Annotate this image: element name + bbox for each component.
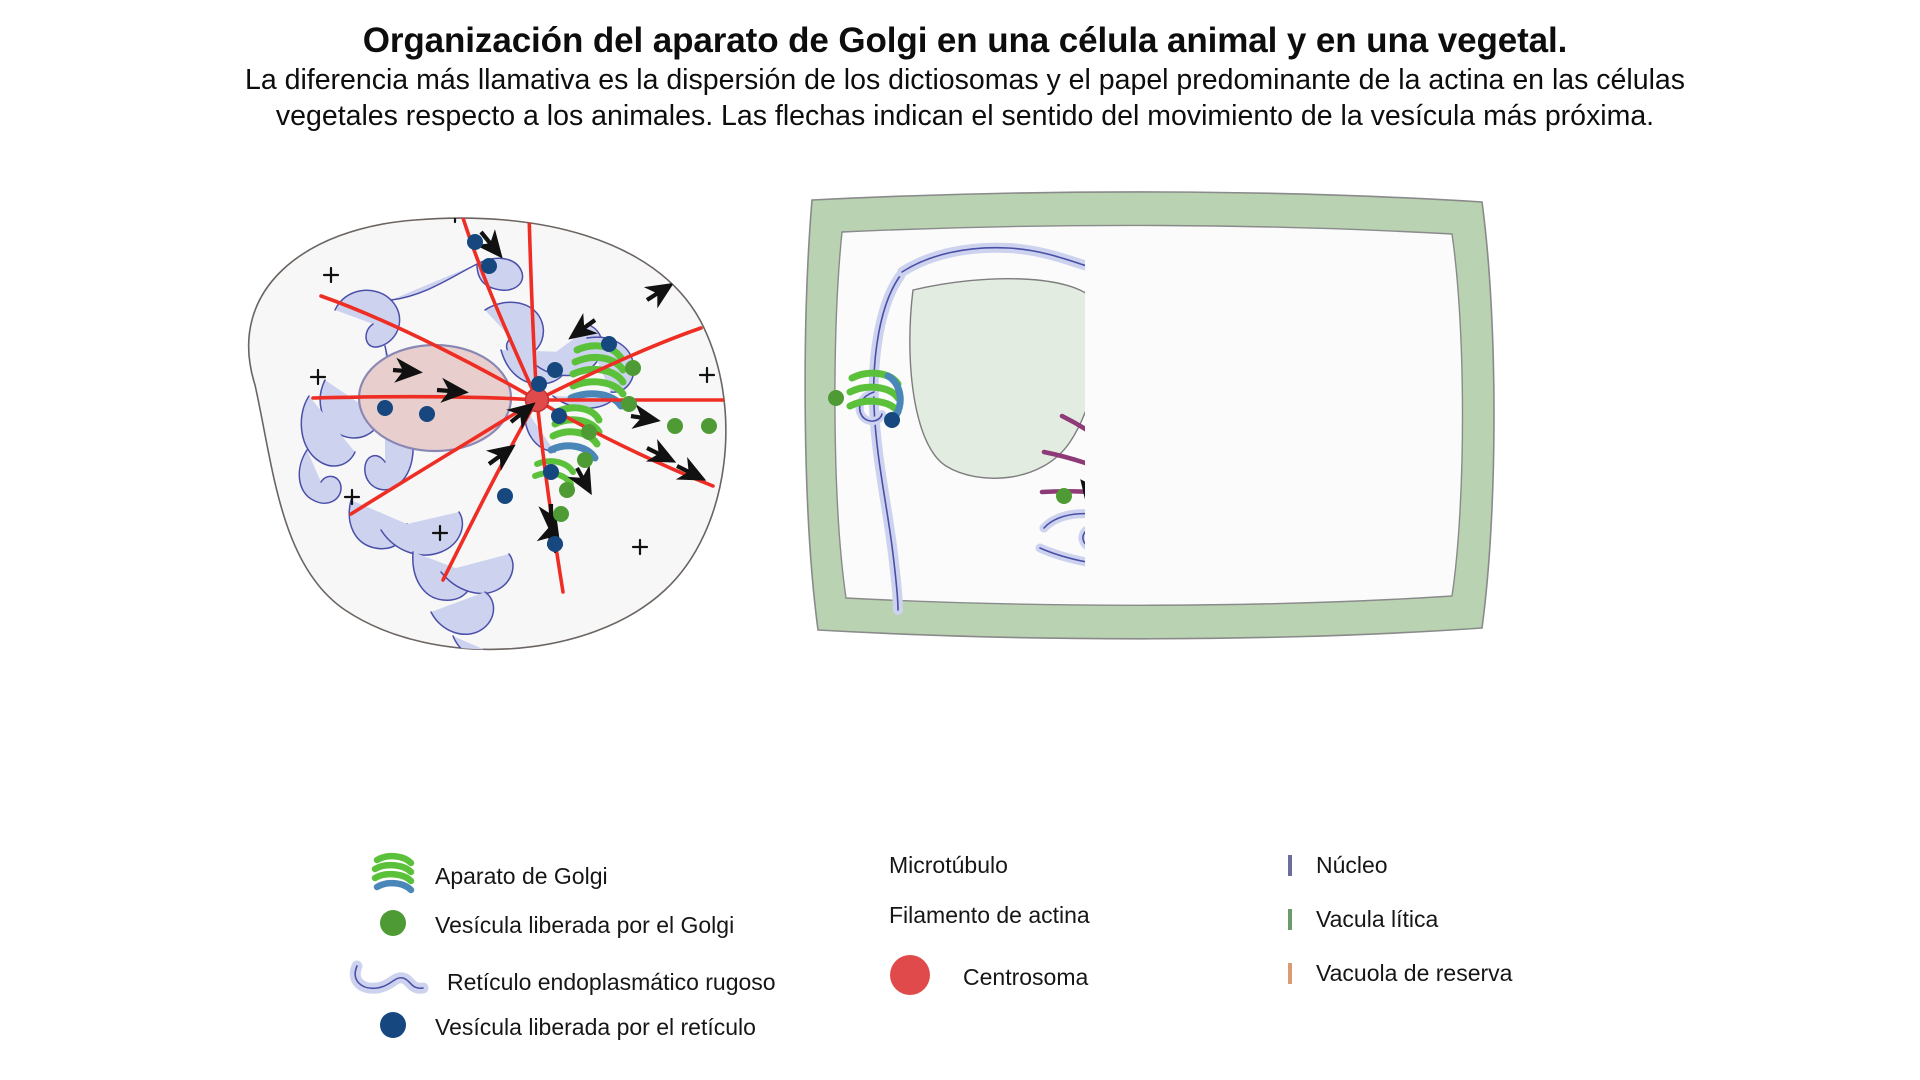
figure-diagram xyxy=(0,180,1920,710)
centrosome-icon xyxy=(887,952,933,1003)
legend-label: Microtúbulo xyxy=(889,852,1008,878)
plant-er-vesicles xyxy=(884,412,900,428)
legend-label: Aparato de Golgi xyxy=(435,863,608,889)
legend-item-vacula-litica[interactable]: Vacula lítica xyxy=(1288,906,1438,933)
legend-label: Vacuola de reserva xyxy=(1316,960,1513,986)
heading-block: Organización del aparato de Golgi en una… xyxy=(230,20,1700,135)
legend-item-aparato-de-golgi[interactable]: Aparato de Golgi xyxy=(365,852,608,901)
animal-cell xyxy=(247,217,727,651)
lytic-vacuole xyxy=(909,277,1085,479)
legend-label: Vesícula liberada por el retículo xyxy=(435,1014,756,1040)
page-title: Organización del aparato de Golgi en una… xyxy=(362,21,1568,60)
legend-label: Vesícula liberada por el Golgi xyxy=(435,912,735,938)
nucleus-swatch-icon xyxy=(1288,854,1292,876)
legend-label: Vacula lítica xyxy=(1316,906,1439,932)
green-vesicle-icon xyxy=(365,908,421,943)
animal-golgi-vesicles xyxy=(553,360,717,522)
legend-item-vacuola-de-reserva[interactable]: Vacuola de reserva xyxy=(1288,960,1512,987)
golgi-stack-icon xyxy=(365,852,421,901)
legend-label: Núcleo xyxy=(1316,852,1388,878)
legend-item-filamento-de-actina[interactable]: Filamento de actina xyxy=(875,902,1090,929)
legend-item-microtubulo[interactable]: Microtúbulo xyxy=(875,852,1008,879)
page-subtitle: La diferencia más llamativa es la disper… xyxy=(244,64,1686,133)
legend: Aparato de Golgi Vesícula liberada por e… xyxy=(0,830,1920,1040)
legend-item-vesicula-reticulo[interactable]: Vesícula liberada por el retículo xyxy=(365,1010,756,1045)
legend-item-centrosoma[interactable]: Centrosoma xyxy=(887,952,1088,1003)
legend-item-reticulo-endoplasmatico[interactable]: Retículo endoplasmático rugoso xyxy=(345,958,776,1007)
legend-item-nucleo[interactable]: Núcleo xyxy=(1288,852,1388,879)
er-tubule-icon xyxy=(345,958,433,1007)
animal-er-vesicles xyxy=(377,234,617,552)
legend-label: Filamento de actina xyxy=(889,902,1090,928)
plant-cell xyxy=(804,191,1495,640)
plant-er-network xyxy=(855,240,1085,615)
blue-vesicle-icon xyxy=(365,1010,421,1045)
plant-actin-filaments xyxy=(1039,413,1085,501)
lytic-vacuole-swatch-icon xyxy=(1288,908,1292,930)
plant-golgi-vesicles xyxy=(828,390,1072,504)
legend-label: Retículo endoplasmático rugoso xyxy=(447,969,776,995)
legend-label: Centrosoma xyxy=(963,964,1089,990)
legend-item-vesicula-golgi[interactable]: Vesícula liberada por el Golgi xyxy=(365,908,734,943)
reserve-vacuole-swatch-icon xyxy=(1288,962,1292,984)
